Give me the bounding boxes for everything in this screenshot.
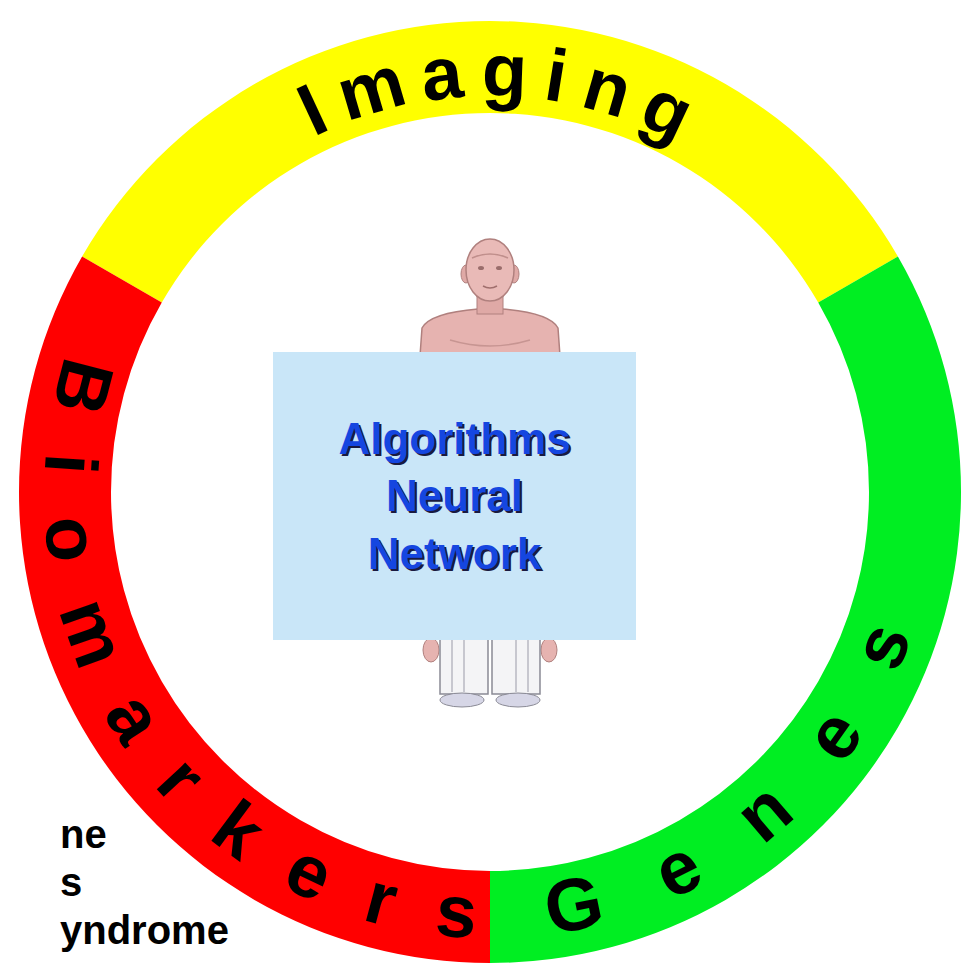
band-letter: i (540, 38, 572, 114)
band-letter: k (200, 788, 277, 872)
center-box: Algorithms Neural Network (273, 352, 636, 640)
text-fragment: s (60, 860, 82, 904)
band-letter: e (275, 830, 344, 914)
band-letter: e (643, 827, 713, 912)
band-letter: e (791, 697, 875, 773)
band-letter: s (840, 614, 924, 679)
box-label: Algorithms Neural Network (338, 410, 570, 582)
band-letter: g (632, 67, 704, 153)
band-letter: a (417, 35, 466, 113)
band-letter: m (329, 43, 413, 133)
band-letter: i (32, 451, 107, 476)
band-letter: o (32, 512, 111, 565)
band-letter: n (722, 769, 804, 855)
band-letter: m (47, 590, 139, 677)
band-letter: I (287, 73, 337, 149)
band-label: Imaging (273, 32, 707, 149)
band-letter: r (145, 743, 219, 815)
band-letter: n (575, 46, 639, 130)
text-fragment: yndrome (60, 908, 229, 952)
band-label: Genes (535, 607, 921, 943)
text-fragment: ne (60, 812, 107, 856)
band-letter: B (40, 351, 125, 421)
band-letter: s (434, 873, 481, 950)
band-letter: G (538, 863, 609, 947)
band-letter: g (481, 33, 529, 109)
band-letter: a (93, 681, 178, 755)
band-letter: r (358, 859, 405, 938)
ring-segment-shape (82, 21, 898, 303)
